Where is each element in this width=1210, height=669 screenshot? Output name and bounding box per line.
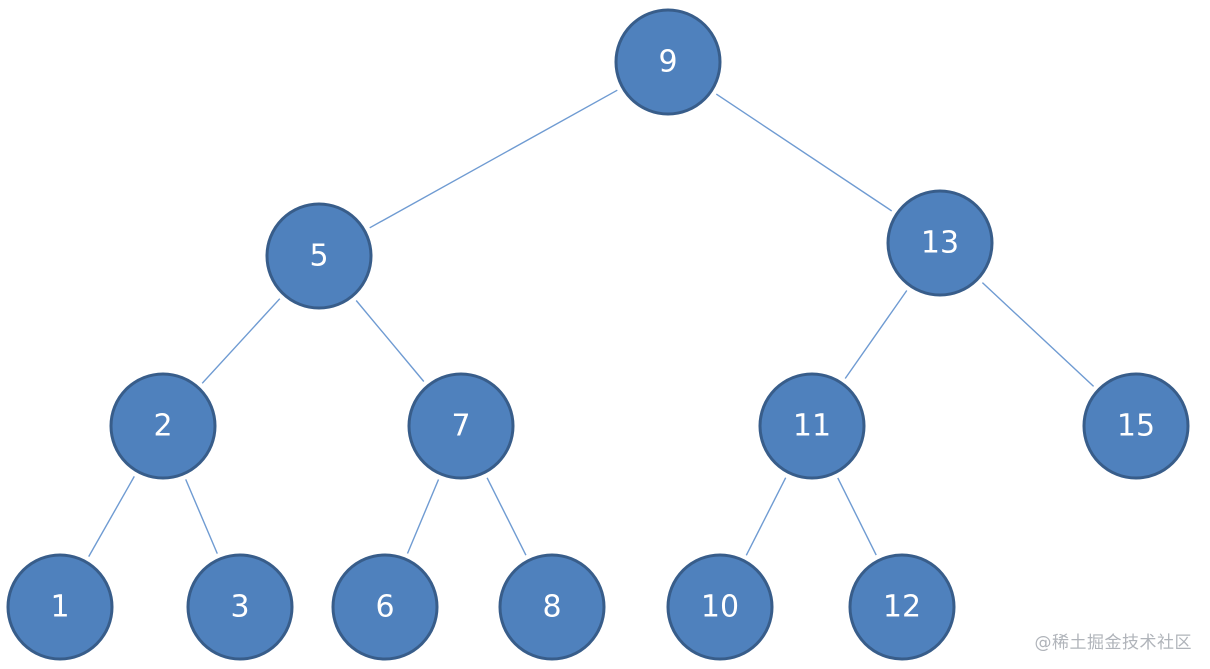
node-circle bbox=[265, 202, 373, 310]
node-label: 3 bbox=[230, 590, 249, 625]
tree-node-7: 7 bbox=[407, 372, 515, 480]
edge-11-12 bbox=[837, 477, 877, 556]
node-label: 6 bbox=[375, 590, 394, 625]
tree-node-1: 1 bbox=[6, 553, 114, 661]
tree-node-11: 11 bbox=[758, 372, 866, 480]
edge-9-13 bbox=[715, 93, 893, 212]
edge-7-6 bbox=[406, 479, 440, 554]
watermark: @稀土掘金技术社区 bbox=[1034, 633, 1192, 653]
node-label: 7 bbox=[451, 409, 470, 444]
node-circle bbox=[186, 553, 294, 661]
tree-node-12: 12 bbox=[848, 553, 956, 661]
node-circle bbox=[886, 189, 994, 297]
tree-node-10: 10 bbox=[666, 553, 774, 661]
node-label: 13 bbox=[921, 226, 959, 261]
node-label: 9 bbox=[658, 45, 677, 80]
node-label: 15 bbox=[1117, 409, 1155, 444]
node-label: 11 bbox=[793, 409, 831, 444]
node-circle bbox=[407, 372, 515, 480]
tree-node-6: 6 bbox=[331, 553, 439, 661]
edges-layer bbox=[88, 89, 1095, 557]
node-circle bbox=[6, 553, 114, 661]
node-circle bbox=[1082, 372, 1190, 480]
tree-node-15: 15 bbox=[1082, 372, 1190, 480]
node-label: 10 bbox=[701, 590, 739, 625]
edge-2-3 bbox=[185, 479, 218, 554]
node-circle bbox=[666, 553, 774, 661]
node-circle bbox=[758, 372, 866, 480]
node-label: 12 bbox=[883, 590, 921, 625]
edge-2-1 bbox=[88, 476, 135, 557]
edge-5-7 bbox=[355, 300, 425, 382]
edge-7-8 bbox=[486, 477, 527, 556]
edge-11-10 bbox=[745, 477, 787, 556]
node-label: 2 bbox=[153, 409, 172, 444]
node-circle bbox=[848, 553, 956, 661]
tree-node-5: 5 bbox=[265, 202, 373, 310]
node-label: 1 bbox=[50, 590, 69, 625]
edge-5-2 bbox=[201, 298, 281, 384]
node-label: 8 bbox=[542, 590, 561, 625]
node-circle bbox=[614, 8, 722, 116]
node-circle bbox=[331, 553, 439, 661]
tree-node-13: 13 bbox=[886, 189, 994, 297]
edge-9-5 bbox=[369, 89, 618, 229]
node-circle bbox=[109, 372, 217, 480]
tree-node-8: 8 bbox=[498, 553, 606, 661]
tree-node-3: 3 bbox=[186, 553, 294, 661]
node-label: 5 bbox=[309, 239, 328, 274]
edge-13-11 bbox=[844, 290, 908, 379]
node-circle bbox=[498, 553, 606, 661]
tree-node-9: 9 bbox=[614, 8, 722, 116]
tree-node-2: 2 bbox=[109, 372, 217, 480]
edge-13-15 bbox=[981, 282, 1095, 387]
